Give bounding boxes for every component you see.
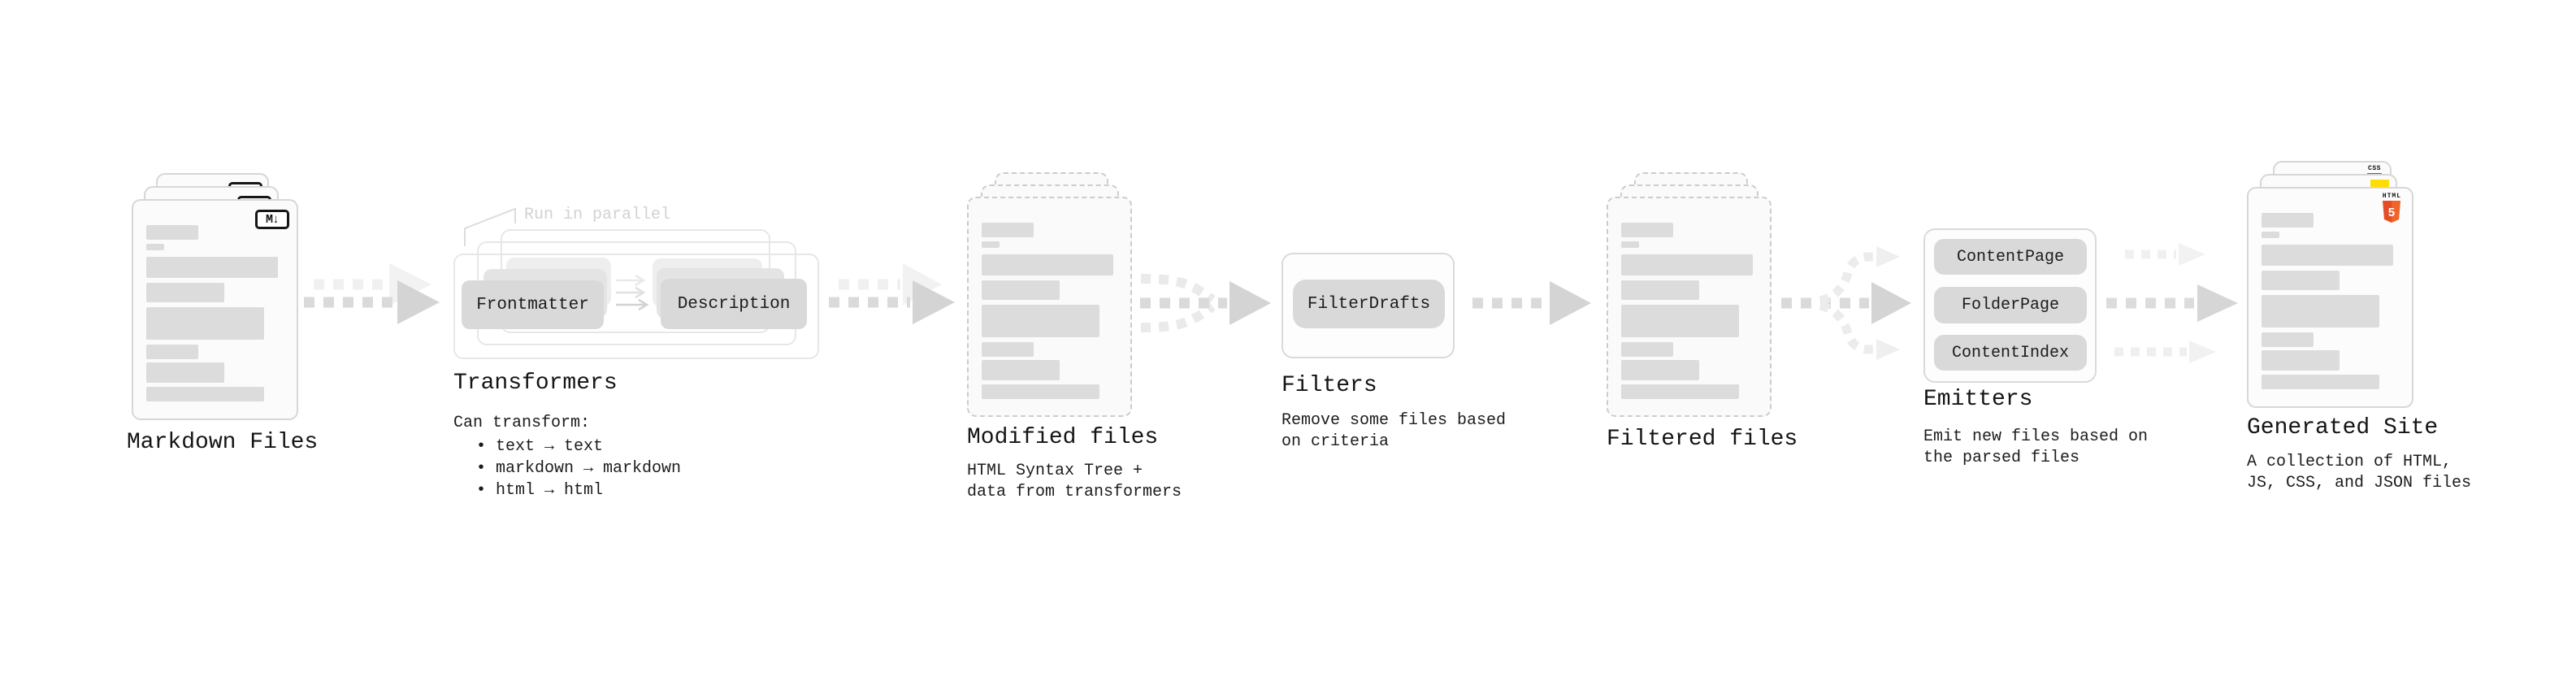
arrow-emitters-to-site-top (2125, 243, 2205, 266)
text-line-bar (2262, 350, 2340, 371)
filters-desc-line1: Remove some files based (1281, 411, 1507, 430)
filters-desc-line2: on criteria (1281, 432, 1390, 451)
arrow-markdown-to-transformers (304, 280, 440, 324)
text-line-bar (1621, 254, 1753, 275)
svg-text:5: 5 (2388, 206, 2396, 220)
arrow-emitters-to-site-middle (2106, 284, 2238, 322)
text-line-bar (1621, 280, 1699, 300)
text-line-bar (1621, 305, 1739, 337)
emitters-desc-line2: the parsed files (1923, 449, 2080, 467)
filtered-files-title: Filtered files (1607, 427, 1798, 452)
frontmatter-transformer-box: Frontmatter (462, 280, 604, 329)
filters-title: Filters (1281, 373, 1377, 398)
text-line-bar (2262, 332, 2314, 347)
arrow-emitters-to-site-bottom (2114, 340, 2216, 363)
arrow-transformers-to-modified (829, 280, 955, 324)
arrow-filters-to-filtered (1472, 281, 1591, 325)
description-transformer-box: Description (661, 279, 807, 329)
text-line-bar (1621, 342, 1673, 357)
text-line-bar (982, 280, 1060, 300)
text-line-bar (2262, 271, 2340, 290)
site-file-card-html: HTML 5 (2247, 187, 2413, 408)
arrow-modified-to-filters (1140, 274, 1271, 332)
markdown-icon: M↓ (255, 210, 289, 229)
markdown-files-title: Markdown Files (127, 430, 319, 455)
emitters-panel: ContentPage FolderPage ContentIndex (1923, 228, 2097, 383)
text-line-bar (982, 305, 1099, 337)
generated-site-title: Generated Site (2247, 415, 2439, 440)
filtered-file-card-front (1607, 197, 1772, 417)
text-line-bar (146, 362, 224, 383)
text-line-bar (2262, 375, 2379, 389)
text-line-bar (146, 387, 264, 401)
folderpage-emitter-box: FolderPage (1934, 287, 2087, 323)
arrow-frontmatter-to-description (616, 274, 649, 311)
arrow-filtered-to-emitters (1781, 246, 1911, 360)
markdown-file-card-front: M↓ (132, 199, 298, 420)
text-line-bar (146, 307, 264, 340)
text-line-bar (982, 360, 1060, 380)
text-line-bar (146, 225, 198, 240)
modified-file-card-front (967, 197, 1132, 417)
text-line-bar (146, 257, 278, 278)
text-line-bar (982, 384, 1099, 399)
generated-site-desc-line2: JS, CSS, and JSON files (2247, 474, 2472, 492)
transformers-bullet: • markdown → markdown (476, 459, 682, 478)
text-line-bar (1621, 384, 1739, 399)
transformers-title: Transformers (453, 371, 618, 396)
text-line-bar (146, 345, 198, 359)
modified-files-desc-line2: data from transformers (967, 483, 1182, 501)
text-line-bar (982, 241, 1000, 248)
text-line-bar (1621, 223, 1673, 237)
text-line-bar (2262, 213, 2314, 228)
text-line-bar (2262, 245, 2393, 266)
emitters-desc-line1: Emit new files based on (1923, 427, 2149, 446)
transformers-bullet: • html → html (476, 481, 604, 500)
html5-icon: HTML 5 (2383, 193, 2401, 223)
javascript-icon (2370, 180, 2389, 189)
text-line-bar (982, 254, 1113, 275)
transformer-card-front (453, 254, 819, 359)
filterdrafts-box: FilterDrafts (1293, 280, 1445, 328)
transformers-bullet: • text → text (476, 437, 604, 456)
filters-panel: FilterDrafts (1281, 253, 1455, 358)
text-line-bar (982, 342, 1034, 357)
run-in-parallel-leader-line (464, 207, 516, 246)
contentindex-emitter-box: ContentIndex (1934, 335, 2087, 371)
text-line-bar (1621, 360, 1699, 380)
text-line-bar (1621, 241, 1639, 248)
html5-shield: 5 (2383, 201, 2401, 223)
text-line-bar (982, 223, 1034, 237)
text-line-bar (146, 244, 164, 250)
modified-files-desc-line1: HTML Syntax Tree + (967, 462, 1143, 480)
generated-site-desc-line1: A collection of HTML, (2247, 453, 2452, 471)
text-line-bar (146, 283, 224, 302)
contentpage-emitter-box: ContentPage (1934, 239, 2087, 275)
run-in-parallel-note: Run in parallel (524, 206, 671, 224)
emitters-title: Emitters (1923, 387, 2033, 412)
modified-files-title: Modified files (967, 425, 1159, 450)
css-icon-label: CSS (2368, 165, 2381, 172)
text-line-bar (2262, 295, 2379, 327)
html5-icon-label: HTML (2382, 193, 2401, 200)
text-line-bar (2262, 232, 2279, 238)
transformers-desc-heading: Can transform: (453, 414, 591, 432)
